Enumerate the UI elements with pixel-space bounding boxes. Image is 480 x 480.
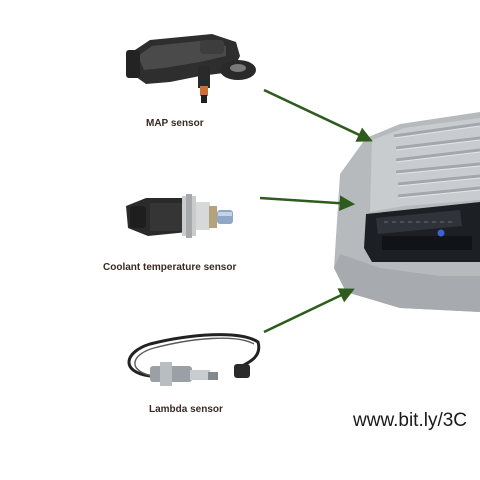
map-sensor-body bbox=[126, 34, 256, 103]
watermark-url: www.bit.ly/3C bbox=[353, 410, 468, 431]
coolant-to-ecu-arrow bbox=[259, 195, 356, 211]
led-indicator bbox=[437, 229, 445, 237]
coolant-sensor-label: Coolant temperature sensor bbox=[103, 262, 237, 273]
map-to-ecu-arrow bbox=[263, 88, 373, 142]
lambda-sensor-body bbox=[127, 333, 261, 386]
lambda-sensor-label: Lambda sensor bbox=[149, 404, 223, 415]
coolant-sensor-body bbox=[126, 194, 233, 238]
lambda-to-ecu-arrow bbox=[263, 288, 355, 334]
ecu-connector bbox=[364, 202, 480, 262]
map-sensor-label: MAP sensor bbox=[146, 118, 204, 129]
